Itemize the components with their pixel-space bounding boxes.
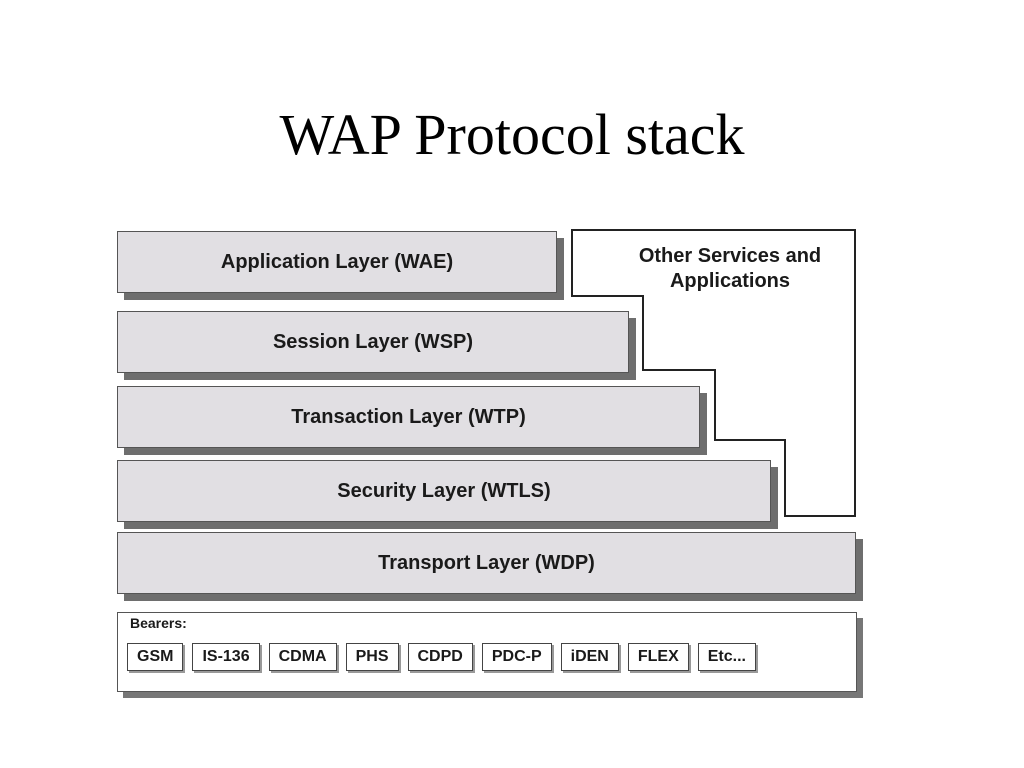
bearer-cdpd: CDPD [407, 643, 473, 671]
bearer-is-136: IS-136 [192, 643, 260, 671]
bearer-phs: PHS [345, 643, 399, 671]
session-layer: Session Layer (WSP) [117, 311, 629, 373]
application-layer: Application Layer (WAE) [117, 231, 557, 293]
transaction-layer: Transaction Layer (WTP) [117, 386, 700, 448]
other-services-label: Other Services and Applications [638, 245, 822, 292]
transport-layer: Transport Layer (WDP) [117, 532, 856, 594]
bearer-flex: FLEX [627, 643, 689, 671]
bearer-iden: iDEN [560, 643, 619, 671]
bearers-label: Bearers: [130, 615, 187, 631]
bearer-etc: Etc... [697, 643, 756, 671]
bearer-pdc-p: PDC-P [481, 643, 552, 671]
security-layer: Security Layer (WTLS) [117, 460, 771, 522]
bearer-list: GSM IS-136 CDMA PHS CDPD PDC-P iDEN FLEX… [127, 643, 756, 671]
bearers-box: Bearers: GSM IS-136 CDMA PHS CDPD PDC-P … [117, 612, 857, 692]
bearer-gsm: GSM [127, 643, 184, 671]
bearer-cdma: CDMA [268, 643, 337, 671]
page-title: WAP Protocol stack [279, 102, 745, 167]
